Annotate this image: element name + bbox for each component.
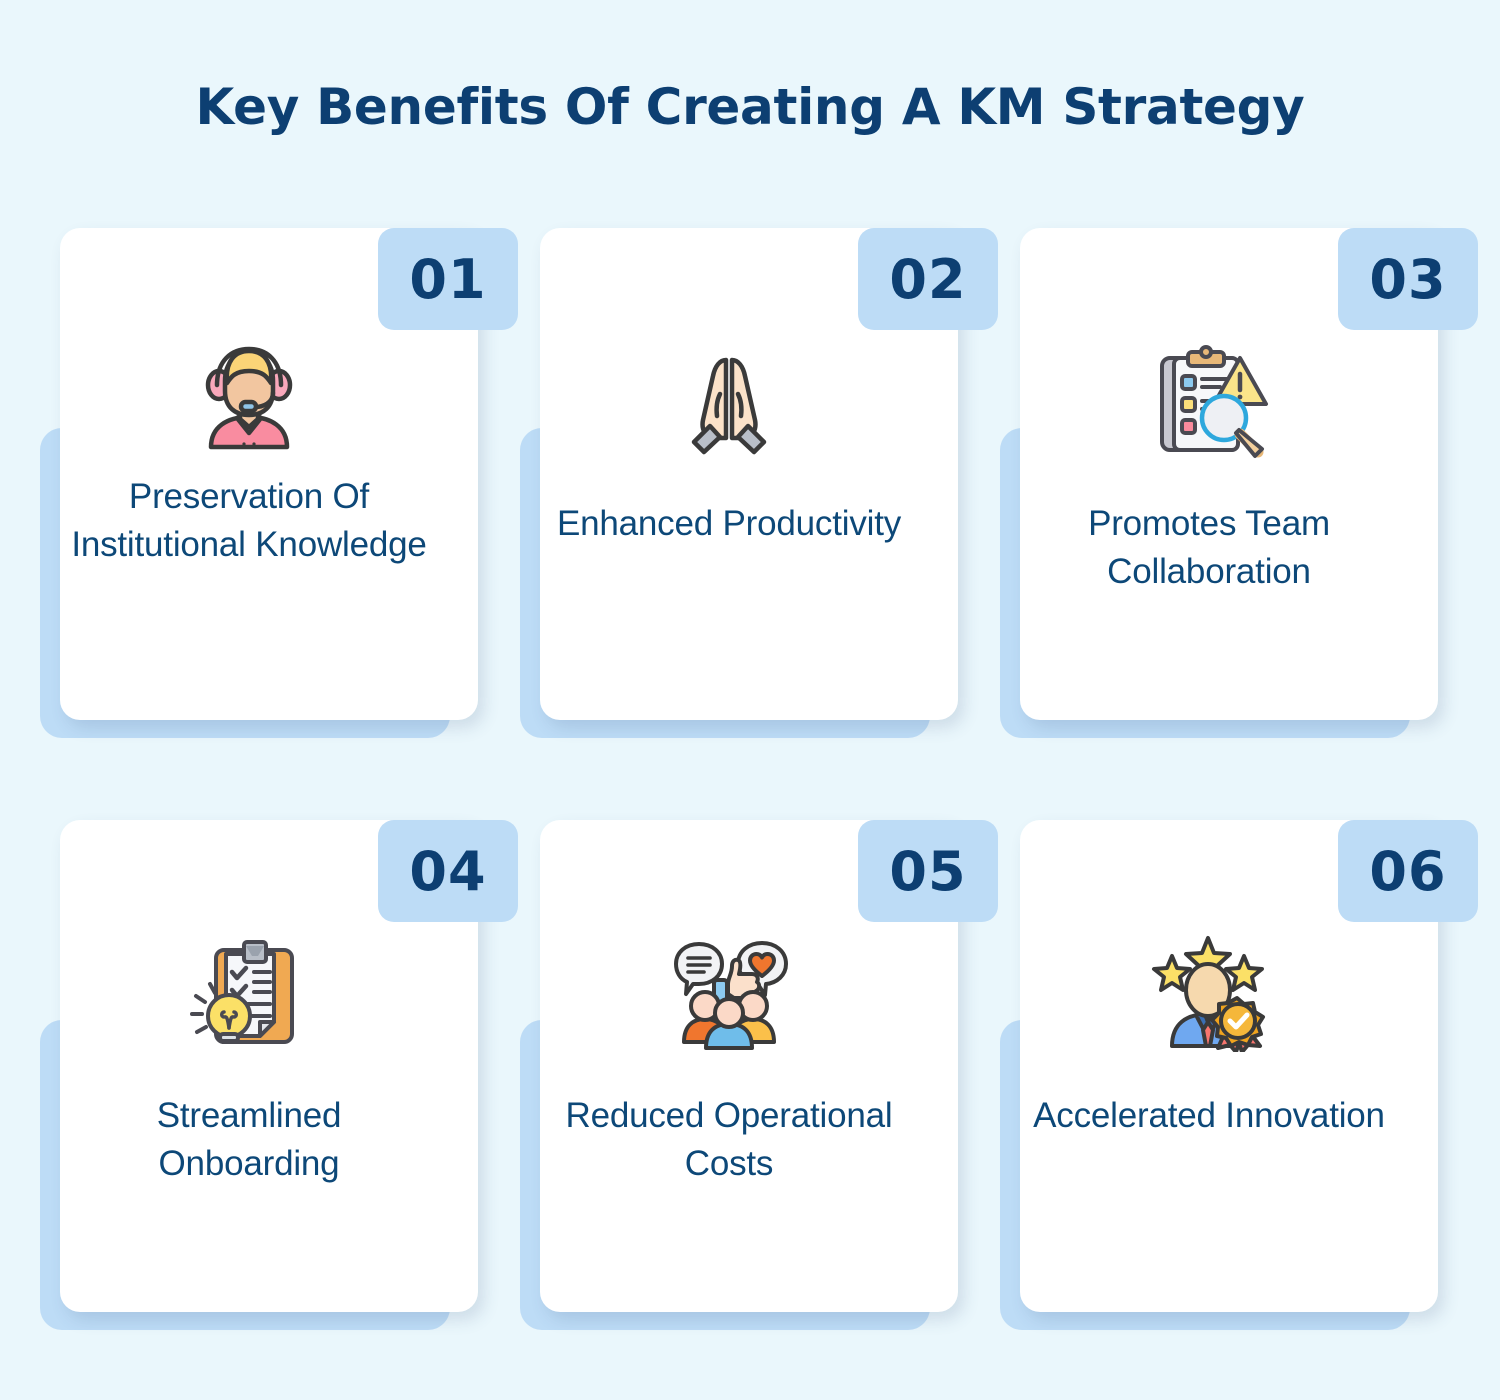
benefit-card-05[interactable]: 05 xyxy=(520,820,998,1330)
award-person-stars-icon xyxy=(1000,928,1418,1058)
card-number-badge: 04 xyxy=(378,820,518,922)
card-label: Preservation Of Institutional Knowledge xyxy=(71,477,427,564)
card-number-badge: 05 xyxy=(858,820,998,922)
card-label: Streamlined Onboarding xyxy=(156,1096,342,1183)
benefit-card-02[interactable]: 02 xyxy=(520,228,998,738)
benefit-card-01[interactable]: 01 xyxy=(40,228,518,738)
page-title: Key Benefits Of Creating A KM Strategy xyxy=(195,78,1305,136)
benefit-card-04[interactable]: 04 xyxy=(40,820,518,1330)
benefits-grid: 01 xyxy=(40,228,1478,1330)
clipboard-lightbulb-icon xyxy=(40,928,458,1058)
benefit-card-03[interactable]: 03 xyxy=(1000,228,1478,738)
card-label: Enhanced Productivity xyxy=(556,504,902,543)
card-number-badge: 01 xyxy=(378,228,518,330)
clipboard-warning-magnifier-icon xyxy=(1000,336,1418,466)
card-label: Promotes Team Collaboration xyxy=(1088,504,1330,591)
card-label: Accelerated Innovation xyxy=(1033,1096,1385,1135)
headset-support-agent-icon xyxy=(40,336,458,466)
card-label: Reduced Operational Costs xyxy=(565,1096,893,1183)
card-number-badge: 02 xyxy=(858,228,998,330)
team-feedback-icon xyxy=(520,928,938,1058)
folded-hands-icon xyxy=(520,336,938,466)
card-number-badge: 06 xyxy=(1338,820,1478,922)
card-number-badge: 03 xyxy=(1338,228,1478,330)
benefit-card-06[interactable]: 06 xyxy=(1000,820,1478,1330)
